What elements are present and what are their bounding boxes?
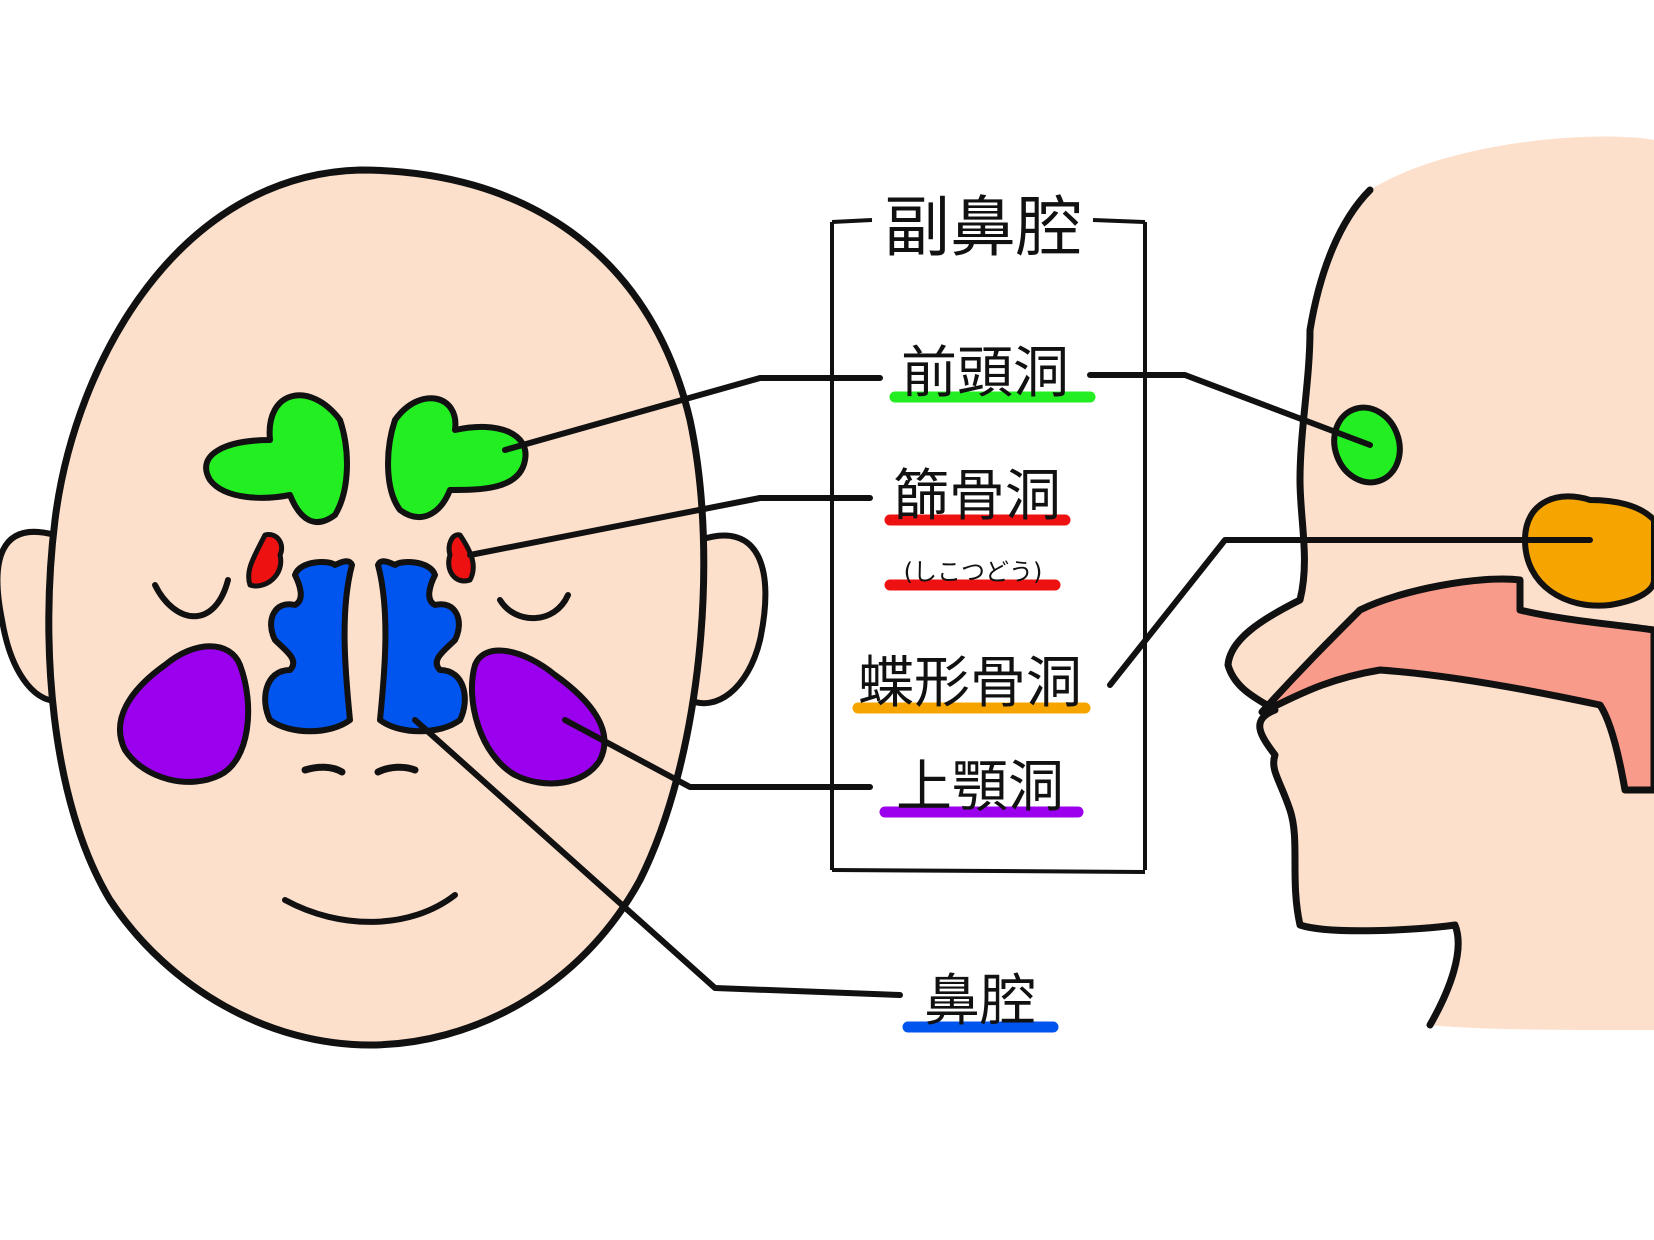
sinus-bracket	[830, 218, 1147, 874]
frontal-sinus-right	[385, 395, 529, 521]
left-nostril	[301, 763, 346, 776]
nasal-cavity-right	[375, 558, 468, 735]
leader-lines	[412, 372, 1593, 998]
left-ear	[0, 528, 63, 704]
left-eye	[152, 577, 231, 620]
frontal-sinus-left	[203, 392, 350, 526]
side-profile	[1224, 136, 1654, 1030]
label-nasal-cavity: 鼻腔	[924, 969, 1036, 1034]
sphenoid-sinus-side	[1522, 493, 1654, 609]
nasal-airway	[1258, 575, 1654, 794]
right-nostril	[374, 763, 419, 776]
ethmoid-sinus-left	[246, 532, 285, 589]
label-frontal-sinus: 前頭洞	[901, 341, 1069, 406]
diagram-title: 副鼻腔	[884, 189, 1082, 266]
sphenoid-leader	[1107, 537, 1593, 688]
profile-outline	[1224, 186, 1462, 1029]
right-ear	[687, 532, 769, 707]
front-face	[0, 166, 769, 1049]
right-eye	[497, 592, 571, 622]
label-ethmoid-sinus: 篩骨洞	[893, 464, 1061, 529]
face-outline	[45, 166, 708, 1049]
maxillary-sinus-right	[469, 647, 608, 787]
nasal-cavity-left	[262, 558, 355, 735]
label-underlines	[852, 391, 1096, 1033]
maxillary-sinus-left	[117, 643, 252, 785]
label-maxillary-sinus: 上顎洞	[896, 755, 1064, 820]
mouth	[282, 892, 458, 925]
frontal-leader-right	[1087, 372, 1373, 448]
label-ethmoid-reading: (しこつどう)	[904, 558, 1043, 586]
frontal-leader-left	[502, 375, 883, 453]
nasal-cavity-leader	[412, 717, 903, 998]
ethmoid-leader	[467, 495, 873, 558]
maxillary-leader	[562, 717, 873, 790]
label-sphenoid-sinus: 蝶形骨洞	[858, 651, 1082, 716]
